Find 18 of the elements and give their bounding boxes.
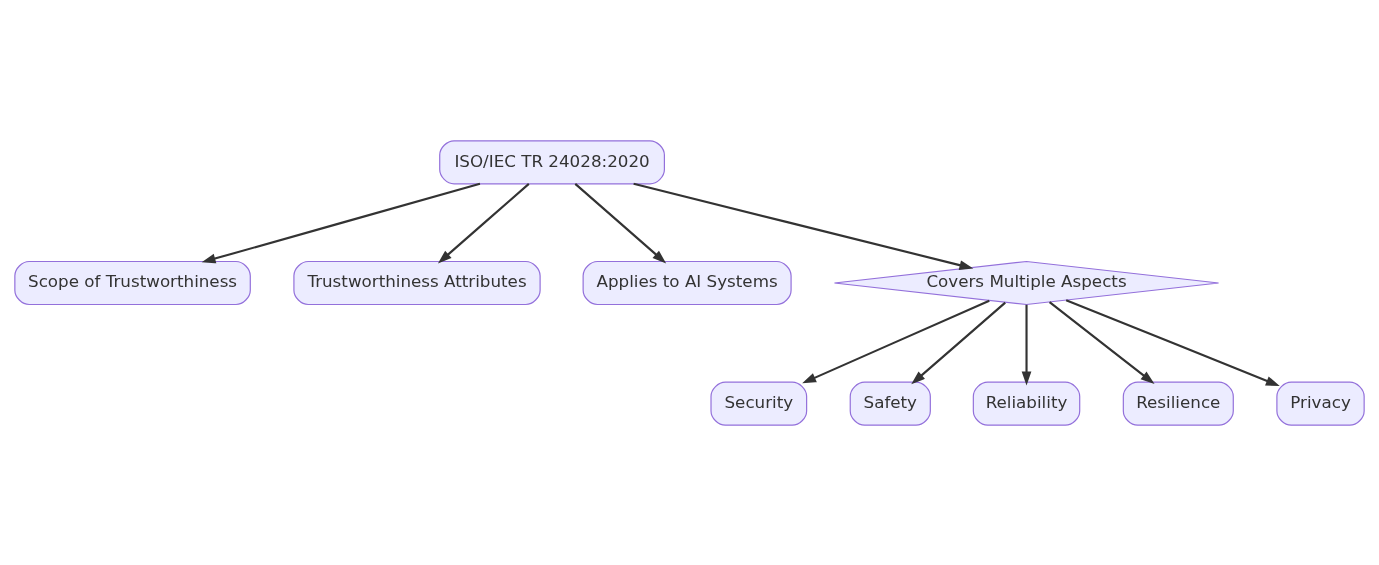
node-box: Security [710,381,808,426]
arrow [574,182,667,263]
node-box: Reliability [972,381,1081,426]
node-box: Safety [849,381,931,426]
arrow [437,182,530,263]
arrow [802,299,990,383]
node-box: Scope of Trustworthiness [14,260,251,305]
arrow [911,301,1006,384]
arrow [633,182,974,270]
node-box: Trustworthiness Attributes [293,260,541,305]
node-box: Resilience [1122,381,1234,426]
arrow [1065,298,1280,386]
node-box: Privacy [1276,381,1365,426]
arrow [201,182,481,263]
arrow [1021,304,1032,385]
arrow [1048,300,1155,384]
node-box: Applies to AI Systems [582,260,792,305]
node-box: ISO/IEC TR 24028:2020 [439,139,665,184]
